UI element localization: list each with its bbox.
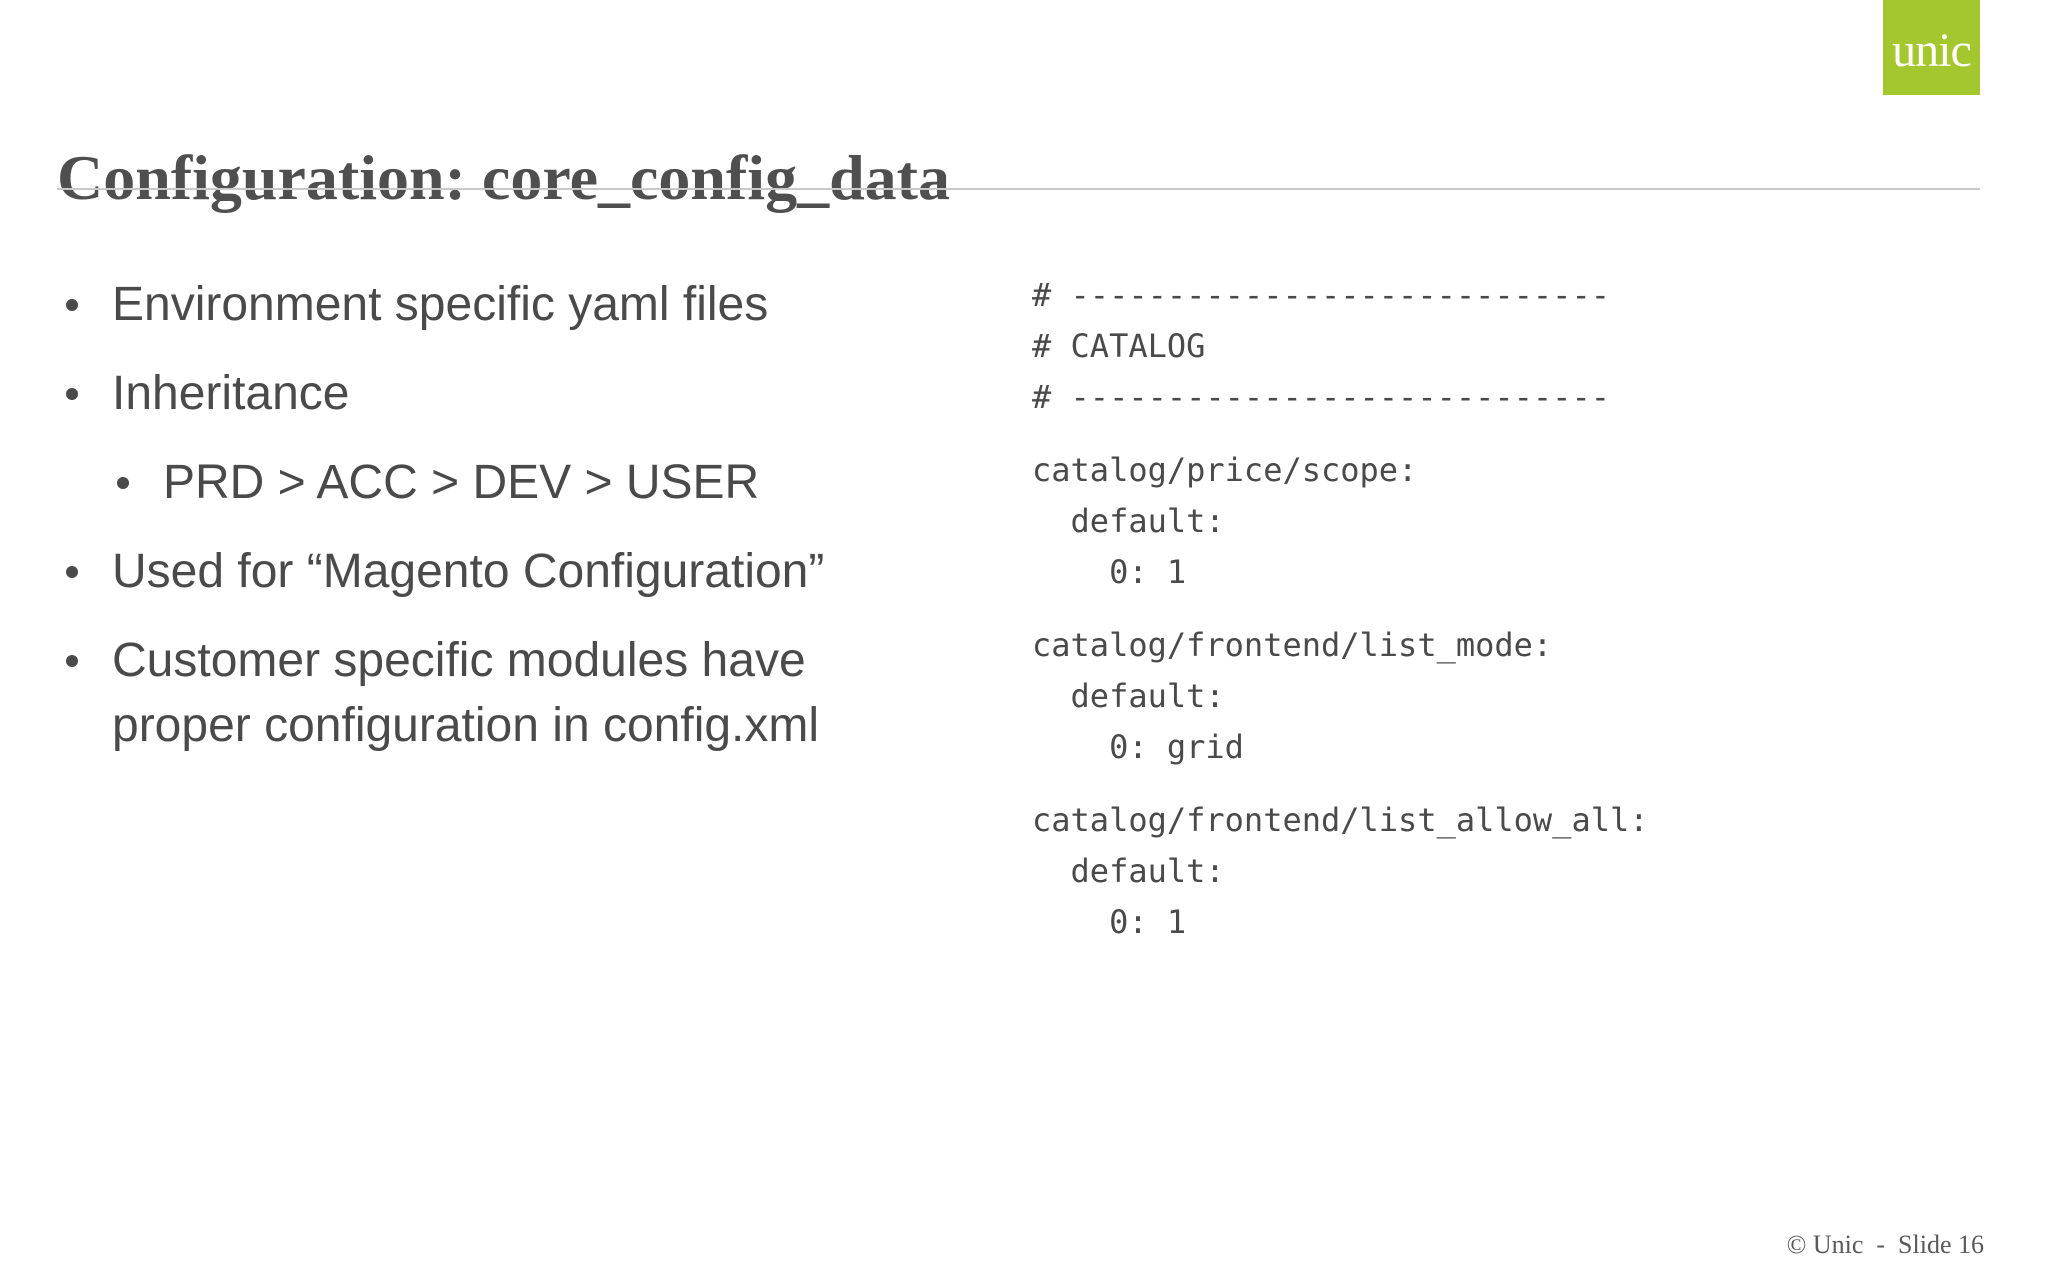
- code-line: default:: [1032, 502, 1225, 540]
- code-line: catalog/price/scope:: [1032, 451, 1418, 489]
- bullet-text: Inheritance: [112, 367, 350, 420]
- bullet-list: Environment specific yaml files Inherita…: [57, 272, 887, 782]
- slide-footer: © Unic - Slide 16: [1786, 1230, 1984, 1259]
- code-comment-header: # ---------------------------- # CATALOG…: [1032, 270, 1649, 423]
- page-title: Configuration: core_config_data: [57, 141, 950, 213]
- code-line: # CATALOG: [1032, 327, 1206, 365]
- bullet-dot-icon: [66, 566, 78, 578]
- bullet-text: Used for “Magento Configuration”: [112, 545, 825, 598]
- bullet-dot-icon: [117, 477, 129, 489]
- code-line: default:: [1032, 677, 1225, 715]
- code-line: 0: grid: [1032, 728, 1244, 766]
- bullet-dot-icon: [66, 299, 78, 311]
- bullet-dot-icon: [66, 655, 78, 667]
- bullet-text: PRD > ACC > DEV > USER: [163, 456, 760, 509]
- code-line: default:: [1032, 852, 1225, 890]
- unic-logo-text: unic: [1892, 24, 1972, 77]
- title-divider: [57, 188, 1980, 190]
- code-yaml-group: catalog/frontend/list_mode: default: 0: …: [1032, 620, 1649, 773]
- bullet-text: Customer specific modules have proper co…: [112, 634, 820, 752]
- code-line: catalog/frontend/list_allow_all:: [1032, 801, 1649, 839]
- list-item: Inheritance: [57, 361, 887, 426]
- code-yaml-group: catalog/frontend/list_allow_all: default…: [1032, 795, 1649, 948]
- unic-logo: unic: [1883, 0, 1980, 95]
- list-item: Environment specific yaml files: [57, 272, 887, 337]
- list-item: Used for “Magento Configuration”: [57, 539, 887, 604]
- code-line: catalog/frontend/list_mode:: [1032, 626, 1553, 664]
- code-line: 0: 1: [1032, 553, 1187, 591]
- bullet-dot-icon: [66, 388, 78, 400]
- code-yaml-group: catalog/price/scope: default: 0: 1: [1032, 445, 1649, 598]
- bullet-text: Environment specific yaml files: [112, 278, 769, 331]
- list-item-sub: PRD > ACC > DEV > USER: [57, 450, 887, 515]
- code-line: # ----------------------------: [1032, 276, 1610, 314]
- yaml-code-block: # ---------------------------- # CATALOG…: [1032, 270, 1649, 948]
- code-line: # ----------------------------: [1032, 378, 1610, 416]
- list-item: Customer specific modules have proper co…: [57, 628, 887, 758]
- code-line: 0: 1: [1032, 903, 1187, 941]
